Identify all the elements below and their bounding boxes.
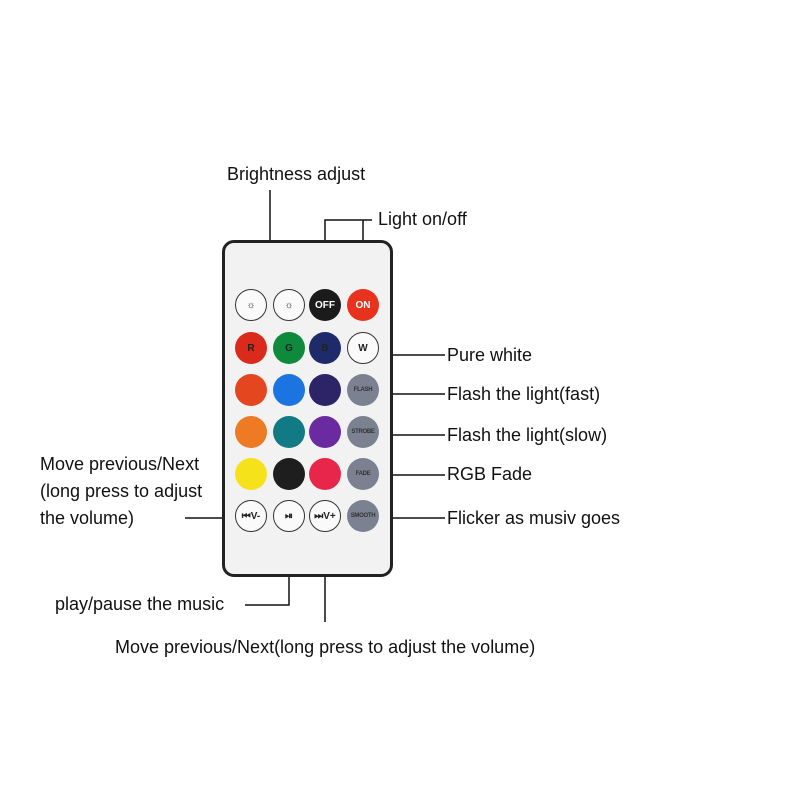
smooth-button[interactable]: SMOOTH [347,500,379,532]
prev-next-left-label-2: (long press to adjust [40,481,203,501]
color-button[interactable] [235,416,267,448]
brightness-label: Brightness adjust [227,164,366,184]
flash-slow-label: Flash the light(slow) [447,425,608,445]
flicker-label: Flicker as musiv goes [447,508,621,528]
color-button[interactable] [309,374,341,406]
flash-fast-label: Flash the light(fast) [447,384,601,404]
color-button[interactable] [273,374,305,406]
fade-button[interactable]: FADE [347,458,379,490]
color-button[interactable] [273,416,305,448]
color-button[interactable] [309,458,341,490]
color-button[interactable] [273,458,305,490]
play-pause-label: play/pause the music [55,594,225,614]
prev-next-left-label-3: the volume) [40,508,135,528]
flash-button[interactable]: FLASH [347,374,379,406]
off-button[interactable]: OFF [309,289,341,321]
rgb-fade-label: RGB Fade [447,464,533,484]
color-button[interactable] [309,416,341,448]
brightness-up-button[interactable]: ☼ [273,289,305,321]
light-onoff-label: Light on/off [378,209,467,229]
prev-next-bottom-label: Move previous/Next(long press to adjust … [115,637,536,657]
brightness-down-button[interactable]: ☼ [235,289,267,321]
prev-next-left-label-1: Move previous/Next [40,454,200,474]
next-button[interactable]: ⏭V+ [309,500,341,532]
color-button[interactable] [235,374,267,406]
green-button[interactable]: G [273,332,305,364]
color-button[interactable] [235,458,267,490]
white-button[interactable]: W [347,332,379,364]
strobe-button[interactable]: STROBE [347,416,379,448]
play-pause-button[interactable]: ⏯ [273,500,305,532]
prev-button[interactable]: ⏮V- [235,500,267,532]
red-button[interactable]: R [235,332,267,364]
pure-white-label: Pure white [447,345,533,365]
on-button[interactable]: ON [347,289,379,321]
blue-button[interactable]: B [309,332,341,364]
